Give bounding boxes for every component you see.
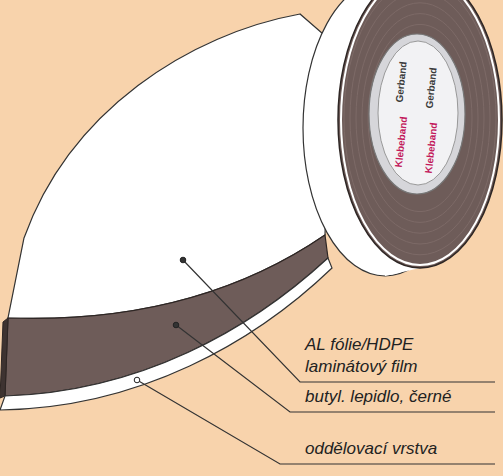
leader-lines [137,260,495,464]
leader-line [183,260,495,382]
release-liner [0,258,332,410]
roll-core-inner [378,41,458,185]
layer-label: butyl. lepidlo, černé [305,386,451,408]
roll-windings [344,0,496,255]
layer-label: AL fólie/HDPE laminátový film [305,334,455,378]
winding-ring [362,14,478,223]
leader-line [137,380,495,464]
roll-core [369,34,465,194]
leader-dot [173,322,179,328]
winding-ring [368,24,472,211]
winding-ring [350,0,490,244]
winding-ring [344,0,496,255]
roll-face [338,0,502,268]
leader-line [176,325,495,412]
leader-dot [134,377,140,383]
cut-edge [0,318,8,398]
leader-dots [134,257,186,383]
winding-ring [356,3,484,233]
layer-label: oddělovací vrstva [305,438,437,460]
roll-face-rim [341,0,499,265]
leader-dot [180,257,186,263]
